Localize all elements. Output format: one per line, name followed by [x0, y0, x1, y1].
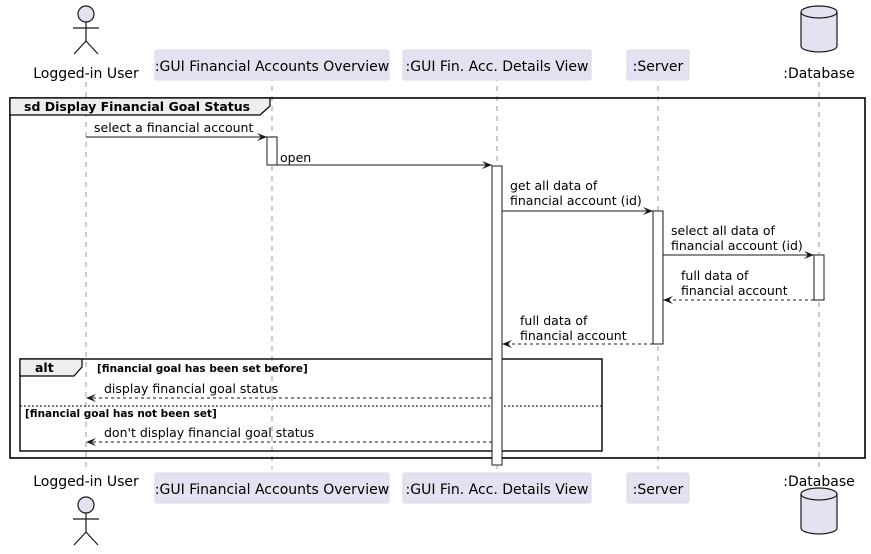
message-label-6-line-1: full data of: [520, 313, 588, 328]
participant-box-server-bottom: [626, 472, 690, 504]
arrowhead-5: [663, 296, 673, 304]
sd-frame-tab: [9, 97, 271, 116]
activation-bar-database: [813, 254, 825, 301]
message-label-5-line-2: financial account: [681, 283, 788, 298]
database-icon-top: [800, 5, 838, 53]
alt-guard-2: [financial goal has not been set]: [25, 408, 217, 420]
message-label-3-line-1: get all data of: [510, 178, 598, 193]
actor-icon-bottom: [73, 496, 99, 546]
participant-label-overview-top: :GUI Financial Accounts Overview: [155, 59, 389, 75]
participant-box-overview-bottom: [154, 472, 390, 504]
arrowhead-4: [804, 251, 814, 259]
message-label-5-line-1: full data of: [681, 268, 749, 283]
participant-box-overview-top: [154, 49, 390, 81]
arrowhead-3: [643, 207, 653, 215]
alt-tab: [19, 358, 83, 377]
database-icon-bottom: [800, 487, 838, 535]
arrowhead-7: [86, 394, 96, 402]
participant-label-details-top: :GUI Fin. Acc. Details View: [406, 59, 589, 75]
arrowhead-8: [86, 438, 96, 446]
message-label-4-line-1: select all data of: [671, 223, 775, 238]
participant-box-details-bottom: [402, 472, 592, 504]
message-label-6-line-2: financial account: [520, 328, 627, 343]
actor-icon-top: [73, 5, 99, 55]
actor-label-bottom: Logged-in User: [33, 474, 139, 490]
message-label-1: select a financial account: [94, 120, 253, 135]
participant-label-server-bottom: :Server: [633, 482, 684, 498]
participant-label-server-top: :Server: [633, 59, 684, 75]
message-label-2: open: [280, 150, 311, 165]
participant-box-details-top: [402, 49, 592, 81]
message-label-4-line-2: financial account (id): [671, 238, 803, 253]
database-label-bottom: :Database: [783, 474, 855, 490]
arrowhead-1: [257, 133, 267, 141]
activation-bar-details: [491, 165, 503, 466]
database-label-top: :Database: [783, 66, 855, 82]
participant-label-details-bottom: :GUI Fin. Acc. Details View: [406, 482, 589, 498]
message-label-8: don't display financial goal status: [104, 425, 314, 440]
activation-bar-server: [652, 210, 664, 345]
alt-fragment: [19, 358, 603, 452]
actor-label-top: Logged-in User: [33, 66, 139, 82]
alt-guard-1: [financial goal has been set before]: [97, 363, 308, 375]
message-label-7: display financial goal status: [104, 381, 278, 396]
arrowhead-2: [482, 161, 492, 169]
participant-box-server-top: [626, 49, 690, 81]
sd-frame-title: sd Display Financial Goal Status: [24, 99, 250, 114]
participant-label-overview-bottom: :GUI Financial Accounts Overview: [155, 482, 389, 498]
sd-frame: [9, 97, 866, 459]
message-label-3-line-2: financial account (id): [510, 193, 642, 208]
arrowhead-6: [502, 340, 512, 348]
alt-keyword: alt: [35, 360, 54, 375]
activation-bar-overview: [266, 136, 278, 166]
